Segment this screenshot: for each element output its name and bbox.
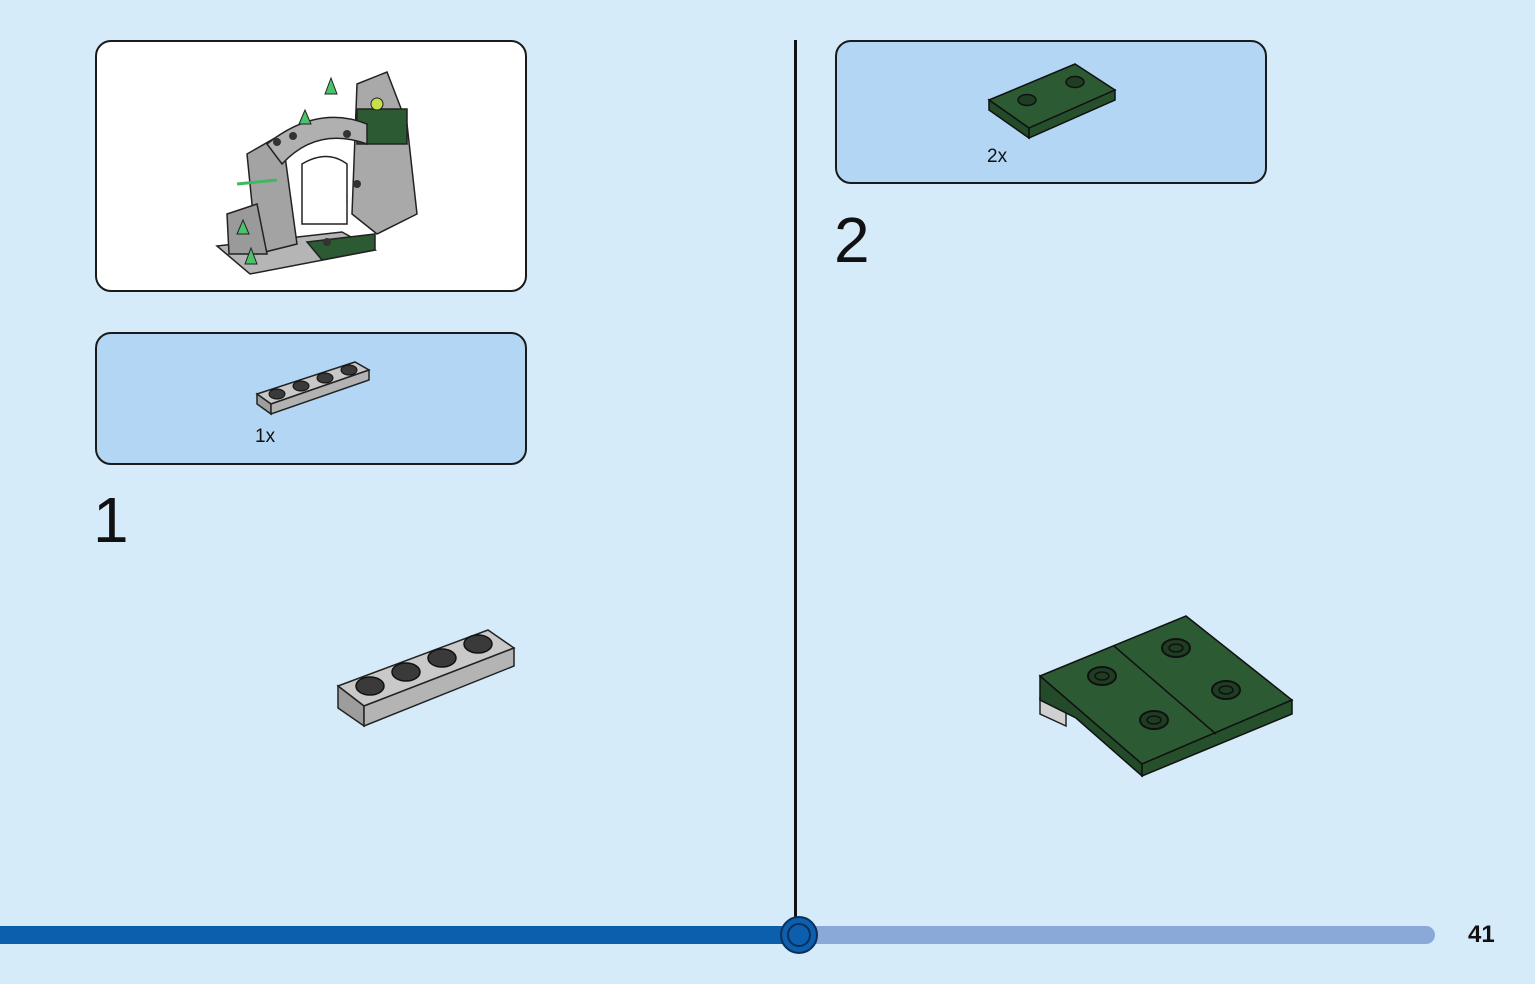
step-number: 1 <box>93 484 129 556</box>
progress-bar-fill <box>0 926 799 944</box>
page-divider <box>794 40 797 920</box>
step-2-build-illustration <box>1038 615 1294 778</box>
part-quantity: 1x <box>255 426 276 447</box>
progress-knob-icon <box>780 916 818 954</box>
step-number: 2 <box>834 204 870 276</box>
part-quantity: 2x <box>987 146 1008 167</box>
page-number: 41 <box>1468 921 1495 948</box>
progress-bar <box>0 926 1435 944</box>
parts-panel-step-2: 2x <box>835 40 1267 184</box>
model-preview-panel <box>95 40 527 292</box>
gray-plate-1x4-icon <box>255 361 371 416</box>
ruins-gate-model-icon <box>215 71 418 275</box>
green-plate-1x2-icon <box>987 63 1117 140</box>
step-1-build-illustration <box>336 629 516 728</box>
parts-panel-step-1: 1x <box>95 332 527 465</box>
